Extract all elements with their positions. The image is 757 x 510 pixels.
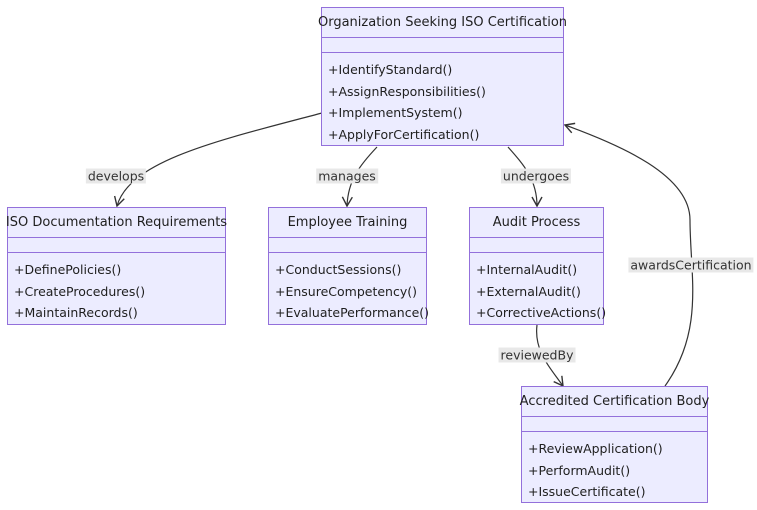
method: +AssignResponsibilities() xyxy=(328,83,486,99)
class-name: Employee Training xyxy=(287,215,408,230)
class-box-certification-body: Accredited Certification Body +ReviewApp… xyxy=(519,386,710,503)
class-name: ISO Documentation Requirements xyxy=(5,215,228,230)
class-box-employee-training: Employee Training +ConductSessions() +En… xyxy=(268,207,430,325)
method: +CreateProcedures() xyxy=(14,283,146,299)
edge-label-manages: manages xyxy=(316,168,378,184)
method: +ImplementSystem() xyxy=(328,105,463,121)
method: +CorrectiveActions() xyxy=(476,305,607,321)
method: +MaintainRecords() xyxy=(14,305,138,321)
method: +ReviewApplication() xyxy=(528,441,663,456)
edge-label-awards-certification: awardsCertification xyxy=(628,257,754,273)
class-box-organization: Organization Seeking ISO Certification +… xyxy=(317,7,568,146)
edge-label-undergoes: undergoes xyxy=(500,168,572,184)
method: +PerformAudit() xyxy=(528,462,631,478)
method: +IssueCertificate() xyxy=(528,484,646,500)
class-name: Accredited Certification Body xyxy=(519,394,710,409)
method: +InternalAudit() xyxy=(476,262,578,277)
method: +ApplyForCertification() xyxy=(328,127,480,143)
edge-label-reviewed-by: reviewedBy xyxy=(498,347,576,363)
class-name: Organization Seeking ISO Certification xyxy=(317,15,568,30)
method: +EvaluatePerformance() xyxy=(275,305,430,321)
method: +ConductSessions() xyxy=(275,262,402,277)
method: +EnsureCompetency() xyxy=(275,283,417,299)
edge-develops xyxy=(113,112,323,208)
class-box-iso-documentation: ISO Documentation Requirements +DefinePo… xyxy=(5,207,228,325)
edge-label-develops: develops xyxy=(85,168,147,184)
method: +ExternalAudit() xyxy=(476,283,581,299)
method: +DefinePolicies() xyxy=(14,262,122,277)
class-box-audit-process: Audit Process +InternalAudit() +External… xyxy=(469,207,607,325)
class-name: Audit Process xyxy=(492,215,581,230)
method: +IdentifyStandard() xyxy=(328,62,453,77)
edge-awards-certification xyxy=(563,122,694,387)
